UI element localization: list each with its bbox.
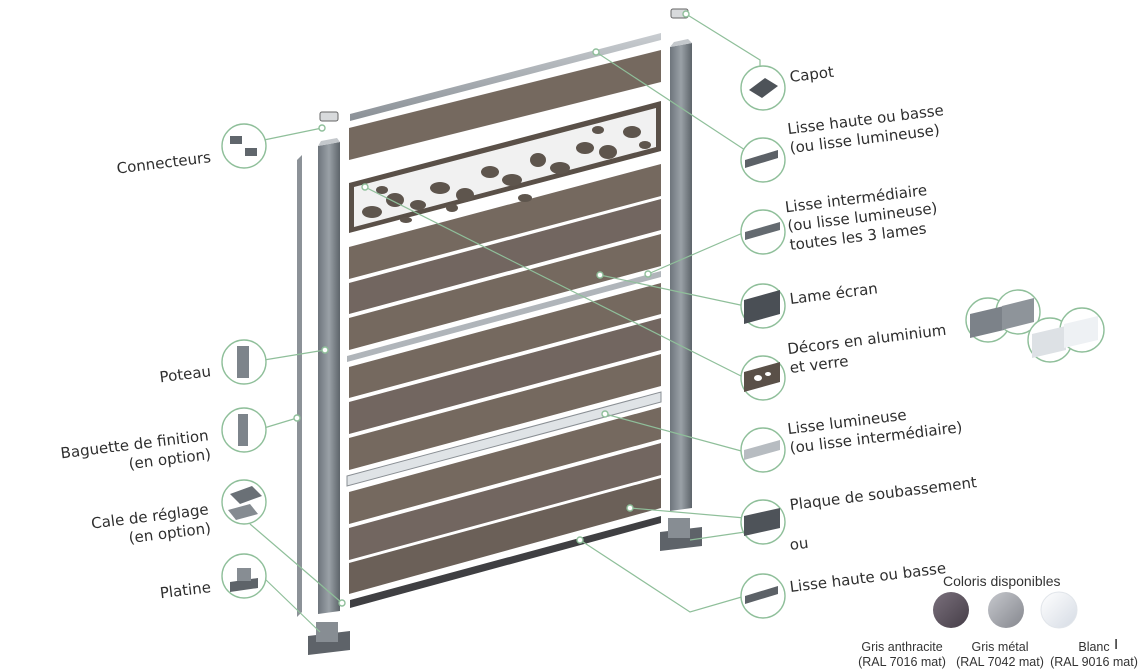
capot-icon — [740, 65, 786, 111]
leader-dots — [293, 10, 690, 607]
screen-boards — [346, 50, 662, 608]
cale-icon — [221, 479, 267, 525]
swatch-metal — [988, 592, 1024, 628]
swatches-title: Coloris disponibles — [943, 573, 1061, 589]
swatch-anthracite — [933, 592, 969, 628]
swatch-blanc — [1040, 591, 1078, 629]
color-swatches — [933, 591, 1078, 629]
swatch-label-blanc: Blanc(RAL 9016 mat) — [1050, 640, 1138, 669]
plaque-icon — [740, 499, 786, 545]
left-post — [318, 111, 340, 614]
base-plate-left — [308, 622, 350, 655]
label-ou: ou — [788, 533, 810, 555]
baguette-strip — [297, 155, 302, 617]
connecteurs-icon — [221, 123, 267, 169]
platine-icon — [221, 553, 267, 599]
lisse-inter-icon — [740, 209, 786, 255]
decors-extra-icons — [965, 289, 1105, 363]
decor-pebbles — [362, 126, 651, 223]
text-cursor-icon: I — [1114, 636, 1119, 653]
swatch-label-anthracite: Gris anthracite(RAL 7016 mat) — [858, 640, 946, 669]
lisse-basse-icon — [740, 573, 786, 619]
baguette-icon — [221, 407, 267, 453]
lisse-haute-icon — [740, 137, 786, 183]
poteau-icon — [221, 339, 267, 385]
leader-lines — [249, 13, 761, 633]
top-rail — [350, 33, 661, 121]
lisse-lum-icon — [740, 427, 786, 473]
base-plate-right — [660, 518, 702, 551]
lame-ecran-icon — [740, 283, 786, 329]
swatch-label-metal: Gris métal(RAL 7042 mat) — [956, 640, 1044, 669]
decors-icon — [740, 355, 786, 401]
